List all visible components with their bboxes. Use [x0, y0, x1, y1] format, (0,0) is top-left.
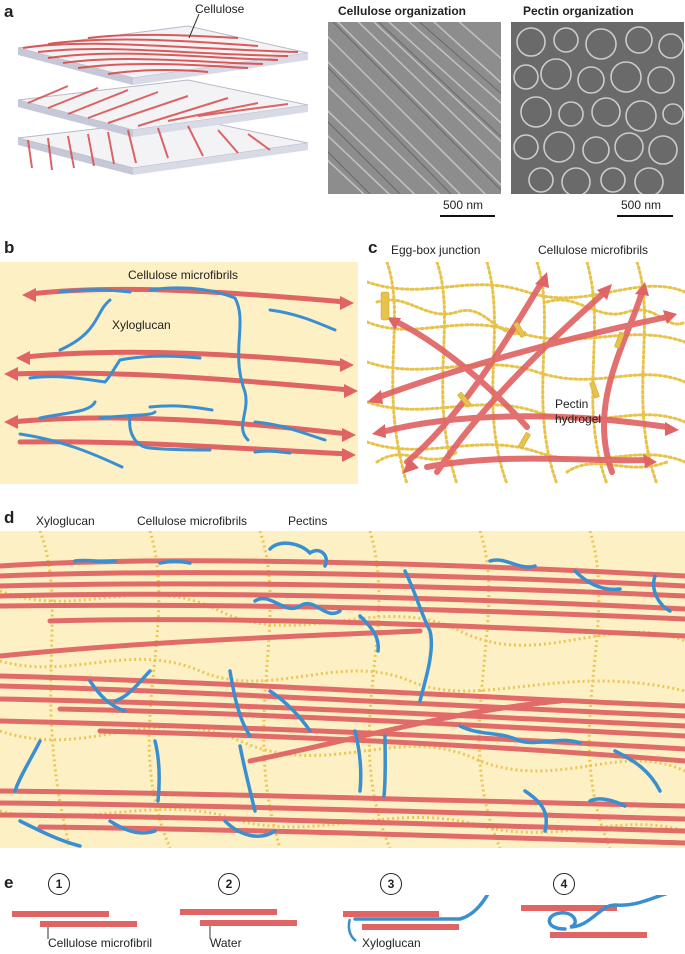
panel-e-label: e	[4, 873, 13, 893]
panel-d-xyloglucan-label: Xyloglucan	[36, 514, 95, 528]
panel-d-pectins-label: Pectins	[288, 514, 327, 528]
panel-d-label: d	[4, 508, 14, 528]
pectin-micrograph	[511, 22, 684, 194]
step-2-number: 2	[218, 873, 240, 895]
cell-wall-network-diagram	[0, 531, 685, 848]
scale-bar-2	[617, 215, 673, 217]
panel-c-microfibrils-label: Cellulose microfibrils	[538, 243, 648, 257]
scale-bar-1	[440, 215, 495, 217]
step-3-caption: Xyloglucan	[362, 936, 421, 950]
panel-d-microfibrils-label: Cellulose microfibrils	[137, 514, 247, 528]
pectin-label: Pectin	[555, 397, 588, 411]
layered-cellulose-sheets	[8, 8, 308, 198]
xyloglucan-network-diagram	[0, 262, 358, 484]
cellulose-leader-line	[185, 12, 205, 42]
cellulose-organization-title: Cellulose organization	[338, 4, 466, 18]
pectin-hydrogel-diagram	[367, 262, 685, 484]
step-4-number: 4	[553, 873, 575, 895]
eggbox-junction-label: Egg-box junction	[391, 243, 480, 257]
panel-b-xyloglucan-label: Xyloglucan	[112, 318, 171, 332]
pectin-organization-title: Pectin organization	[523, 4, 634, 18]
scale-label-1: 500 nm	[443, 198, 483, 212]
panel-b-label: b	[4, 238, 14, 258]
step-3-number: 3	[380, 873, 402, 895]
step-1-caption: Cellulose microfibril	[48, 936, 152, 950]
hydrogel-label: hydrogel	[555, 412, 601, 426]
step-2-caption: Water	[210, 936, 242, 950]
panel-b-microfibrils-label: Cellulose microfibrils	[128, 268, 238, 282]
cellulose-micrograph	[328, 22, 501, 194]
scale-label-2: 500 nm	[621, 198, 661, 212]
panel-c-label: c	[368, 238, 377, 258]
step-1-number: 1	[48, 873, 70, 895]
